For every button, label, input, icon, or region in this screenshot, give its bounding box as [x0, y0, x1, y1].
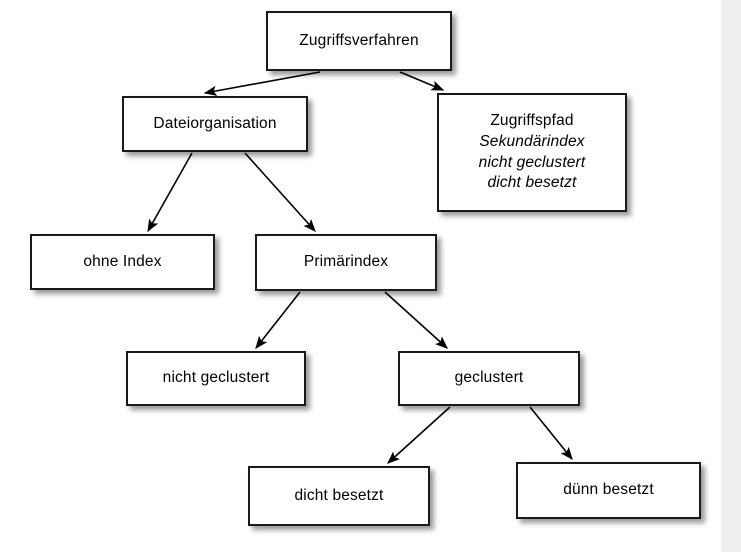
node-label-zugriffsverfahren: Zugriffsverfahren [268, 31, 450, 52]
node-label-line: nicht geclustert [162, 369, 270, 387]
edge-primaerindex-to-geclustert [384, 291, 448, 349]
edge-primaerindex-to-nicht-geclustert [255, 291, 301, 350]
node-label-duenn-besetzt: dünn besetzt [518, 480, 699, 501]
node-geclustert[interactable]: geclustert [398, 351, 580, 406]
node-label-ohne-index: ohne Index [32, 252, 213, 273]
edge-zugriffsverfahren-to-zugriffspfad [399, 71, 445, 91]
node-label-line: Dateiorganisation [153, 114, 277, 132]
node-dateiorganisation[interactable]: Dateiorganisation [122, 96, 308, 152]
node-label-line: ohne Index [83, 252, 162, 270]
node-label-line: dünn besetzt [563, 481, 654, 499]
node-label-line: dicht besetzt [294, 486, 384, 504]
node-label-primaerindex: Primärindex [257, 252, 435, 273]
node-label-line: Zugriffsverfahren [299, 31, 419, 49]
node-label-dicht-besetzt: dicht besetzt [250, 486, 428, 507]
right-edge-strip [721, 0, 741, 552]
node-label-nicht-geclustert: nicht geclustert [128, 368, 304, 389]
edge-group [147, 71, 573, 464]
node-label-dateiorganisation: Dateiorganisation [124, 114, 306, 135]
edge-geclustert-to-dicht-besetzt [387, 406, 451, 464]
node-label-line: Sekundärindex [479, 132, 585, 150]
edge-zugriffsverfahren-to-dateiorganisation [203, 71, 321, 96]
node-label-line: dicht besetzt [487, 174, 577, 192]
node-label-line: geclustert [454, 369, 524, 387]
node-dicht-besetzt[interactable]: dicht besetzt [248, 466, 430, 526]
node-zugriffsverfahren[interactable]: Zugriffsverfahren [266, 11, 452, 71]
edge-dateiorganisation-to-primaerindex [244, 152, 316, 232]
node-nicht-geclustert[interactable]: nicht geclustert [126, 351, 306, 406]
edge-geclustert-to-duenn-besetzt [529, 406, 573, 460]
node-label-geclustert: geclustert [400, 368, 578, 389]
node-label-line: Primärindex [303, 253, 389, 271]
edge-dateiorganisation-to-ohne-index [147, 152, 193, 233]
node-duenn-besetzt[interactable]: dünn besetzt [516, 462, 701, 519]
node-ohne-index[interactable]: ohne Index [30, 234, 215, 290]
node-label-line: nicht geclustert [478, 153, 586, 171]
node-primaerindex[interactable]: Primärindex [255, 234, 437, 291]
node-label-line: Zugriffspfad [490, 112, 574, 130]
